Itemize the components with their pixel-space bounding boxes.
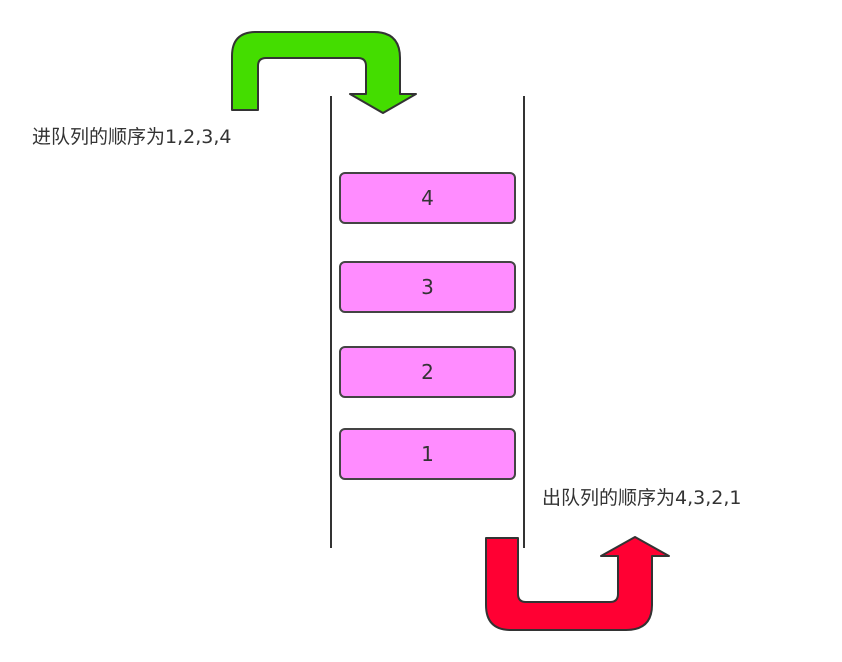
queue-item-2: 2 bbox=[339, 346, 516, 398]
enqueue-arrow-icon bbox=[231, 31, 417, 114]
queue-item-3: 3 bbox=[339, 261, 516, 313]
queue-item-1: 1 bbox=[339, 428, 516, 480]
dequeue-arrow-icon bbox=[485, 536, 670, 631]
dequeue-order-label: 出队列的顺序为4,3,2,1 bbox=[542, 487, 742, 509]
queue-item-4: 4 bbox=[339, 172, 516, 224]
enqueue-order-label: 进队列的顺序为1,2,3,4 bbox=[32, 126, 232, 148]
